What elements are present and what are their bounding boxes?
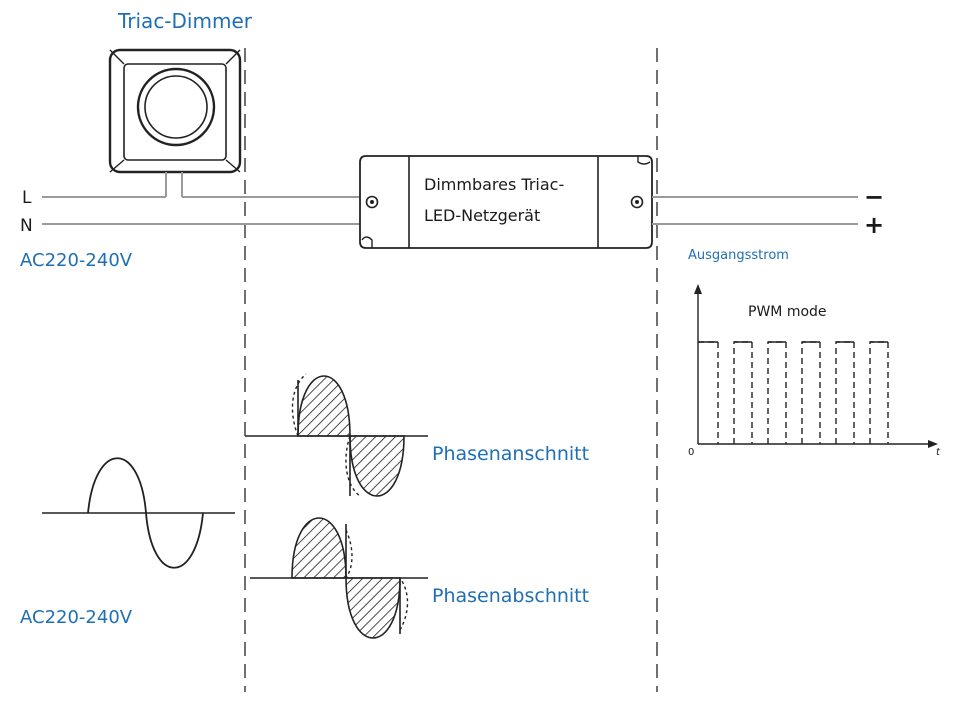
ac-sine-wave — [42, 457, 235, 569]
pwm-graph — [694, 284, 938, 448]
phase-cut-leading-label: Phasenanschnitt — [432, 443, 589, 465]
pwm-time-label: t — [936, 447, 941, 458]
driver-label-line2: LED-Netzgerät — [424, 206, 540, 225]
ac-input-label-bottom: AC220-240V — [20, 607, 133, 628]
label-L: L — [22, 188, 32, 208]
output-current-label: Ausgangsstrom — [688, 248, 789, 263]
ac-input-label-top: AC220-240V — [20, 250, 133, 271]
led-driver-box — [359, 155, 653, 249]
trailing-edge-waveform — [250, 517, 428, 639]
pwm-origin-label: 0 — [688, 447, 694, 458]
leading-edge-waveform — [245, 373, 428, 497]
phase-cut-trailing-label: Phasenabschnitt — [432, 585, 589, 607]
dimmer-title: Triac-Dimmer — [117, 9, 253, 33]
output-minus-sign: − — [864, 183, 884, 211]
label-N: N — [20, 216, 33, 236]
driver-label-line1: Dimmbares Triac- — [424, 175, 564, 194]
output-plus-sign: + — [864, 211, 884, 239]
dimmer-switch-icon — [108, 48, 242, 197]
pwm-mode-label: PWM mode — [748, 304, 827, 320]
